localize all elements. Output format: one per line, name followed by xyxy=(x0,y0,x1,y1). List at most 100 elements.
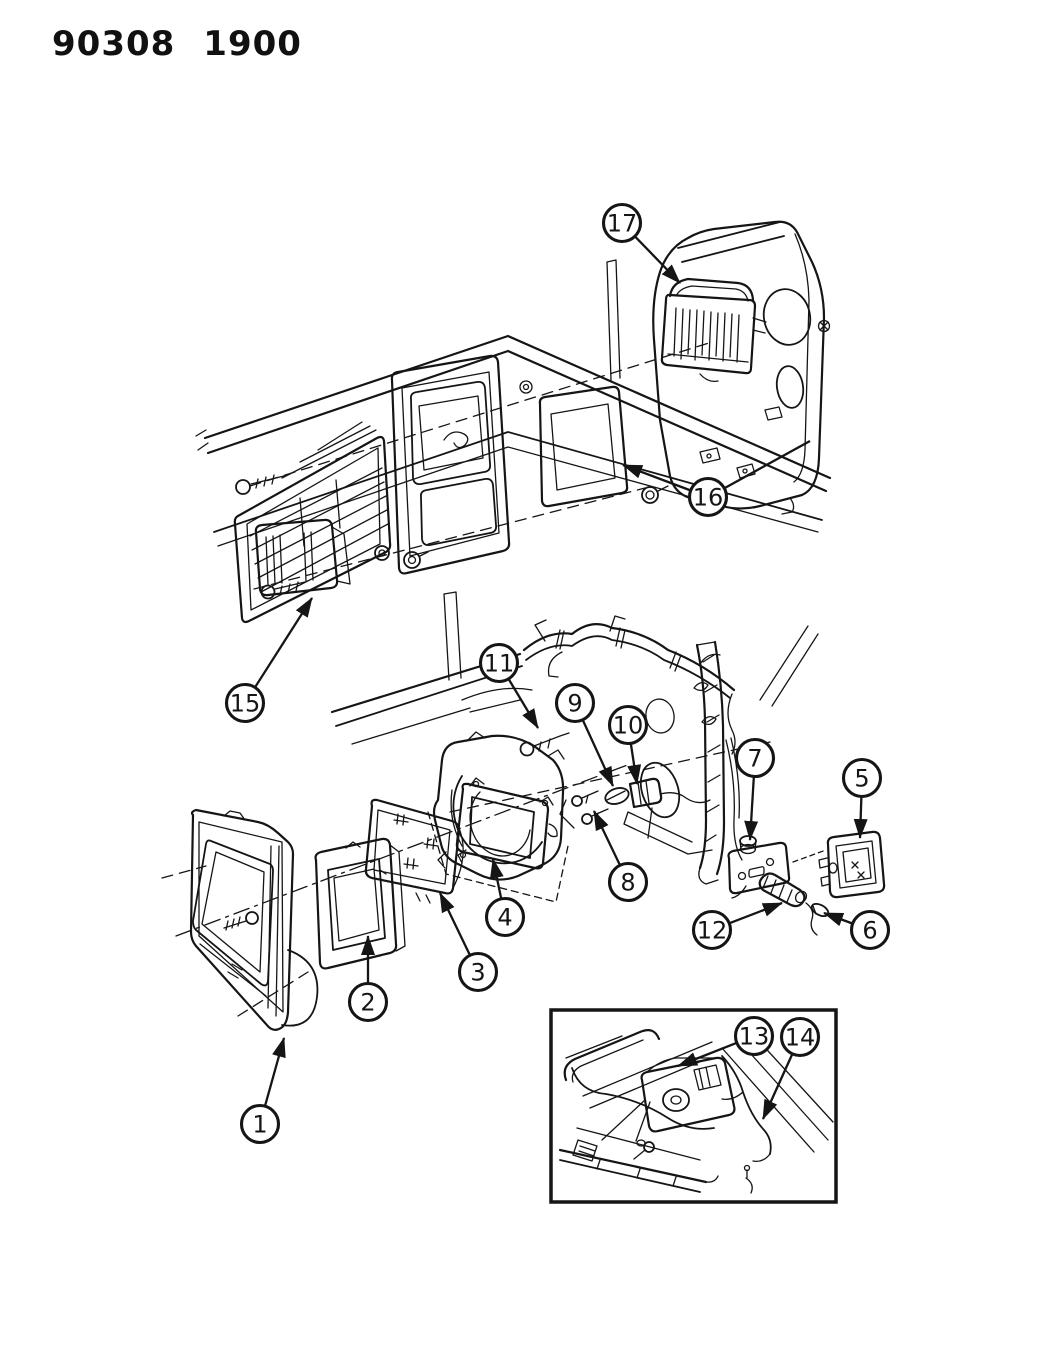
callout-5-balloon xyxy=(841,757,883,799)
callout-13-leader-arrow xyxy=(677,1042,737,1068)
callout-10-number: 10 xyxy=(613,712,644,740)
callout-3: 3 xyxy=(438,892,499,993)
callout-14: 14 xyxy=(761,1016,821,1120)
callout-7-balloon xyxy=(734,737,776,779)
callout-1: 1 xyxy=(239,1037,286,1145)
headlamp-exploded-drawing xyxy=(161,763,631,1031)
axis-lines-top-drawing xyxy=(249,341,713,590)
callout-10: 10 xyxy=(607,704,649,785)
marker-nut-drawing xyxy=(739,835,757,855)
callout-5-leader-arrow xyxy=(853,797,868,839)
callout-16-leader-arrow xyxy=(622,463,691,492)
callout-9-leader-arrow xyxy=(582,720,615,787)
callout-4-balloon xyxy=(484,896,526,938)
callout-16-number: 16 xyxy=(693,484,724,512)
lamp-frame-drawing xyxy=(519,380,669,508)
callout-16-extra-leader xyxy=(722,439,811,491)
callout-15-number: 15 xyxy=(230,690,261,718)
callout-11-balloon xyxy=(478,642,520,684)
callout-17-number: 17 xyxy=(607,210,638,238)
callout-7-number: 7 xyxy=(747,745,762,773)
callout-11: 11 xyxy=(478,642,539,729)
callout-8: 8 xyxy=(592,810,649,903)
callout-16: 16 xyxy=(622,439,811,518)
callout-1-leader-arrow xyxy=(264,1037,286,1106)
callout-9-balloon xyxy=(554,682,596,724)
side-marker-lamp-drawing xyxy=(818,830,886,899)
callout-2-balloon xyxy=(347,981,389,1023)
callout-4: 4 xyxy=(484,858,526,938)
callout-3-leader-arrow xyxy=(438,892,471,955)
fog-lamp-unit-drawing xyxy=(660,277,767,382)
callout-3-balloon xyxy=(457,951,499,993)
callout-10-leader-arrow xyxy=(627,744,642,785)
callout-14-leader-arrow xyxy=(761,1054,794,1120)
callout-12-balloon xyxy=(691,909,733,951)
callout-13-balloon xyxy=(733,1015,775,1057)
headlamp-bezel-drawing xyxy=(189,808,319,1031)
retaining-ring-drawing xyxy=(314,837,406,970)
callout-13: 13 xyxy=(677,1015,775,1068)
callout-4-leader-arrow xyxy=(489,858,504,899)
fender-lines-drawing xyxy=(330,591,819,745)
callout-2: 2 xyxy=(347,935,389,1023)
callout-16-balloon xyxy=(687,476,729,518)
inset-border xyxy=(549,1008,838,1204)
callout-14-balloon xyxy=(779,1016,821,1058)
callout-6: 6 xyxy=(823,909,891,951)
callout-1-balloon xyxy=(239,1103,281,1145)
callout-12-leader-arrow xyxy=(729,901,783,925)
callout-15-leader-arrow xyxy=(254,597,313,688)
callout-7-leader-arrow xyxy=(744,777,759,841)
marker-socket-drawing xyxy=(758,872,818,936)
callout-5: 5 xyxy=(841,757,883,839)
callout-8-number: 8 xyxy=(620,869,635,897)
callout-6-balloon xyxy=(849,909,891,951)
callout-9: 9 xyxy=(554,682,615,787)
callout-9-number: 9 xyxy=(567,690,582,718)
marker-axis-dash xyxy=(792,849,827,863)
inset-box-drawing xyxy=(549,1008,838,1204)
callout-15: 15 xyxy=(224,597,313,724)
inset-rail-drawing xyxy=(558,1127,751,1193)
side-marker-group-drawing xyxy=(727,830,886,936)
park-lamp-lens-drawing xyxy=(254,518,429,600)
marker-bracket-drawing xyxy=(727,841,791,899)
callout-3-number: 3 xyxy=(470,959,485,987)
sheet-number: 1900 xyxy=(203,24,302,64)
headlamp-bezel-top-drawing xyxy=(390,354,511,575)
middle-assembly-drawing xyxy=(330,591,819,903)
callout-6-number: 6 xyxy=(862,917,877,945)
callout-12: 12 xyxy=(691,901,783,951)
callout-17-balloon xyxy=(601,202,643,244)
callout-4-number: 4 xyxy=(497,904,512,932)
bulb-and-socket-drawing xyxy=(604,681,717,819)
axis-line-bottom xyxy=(175,763,631,937)
axis-line-bottom-2 xyxy=(237,971,309,1017)
callout-7: 7 xyxy=(734,737,776,841)
callout-8-balloon xyxy=(607,861,649,903)
callout-17: 17 xyxy=(601,202,681,284)
callout-11-number: 11 xyxy=(484,650,515,678)
radiator-panel-drawing xyxy=(606,220,831,515)
adjusting-screw-drawing xyxy=(519,732,570,757)
support-pillar-drawing xyxy=(623,640,743,885)
callout-6-leader-arrow xyxy=(823,911,853,927)
callout-12-number: 12 xyxy=(697,917,728,945)
callout-11-leader-arrow xyxy=(508,679,539,729)
drawing-number: 90308 xyxy=(52,24,176,64)
callout-15-balloon xyxy=(224,682,266,724)
top-assembly-drawing xyxy=(195,220,832,624)
callout-10-balloon xyxy=(607,704,649,746)
wiring-harness-drawing xyxy=(522,615,736,755)
page-title: 90308 1900 xyxy=(52,24,302,64)
callout-17-leader-arrow xyxy=(634,236,681,284)
inset-lamp-unit-drawing xyxy=(571,1056,736,1142)
callout-14-number: 14 xyxy=(785,1024,816,1052)
mounting-screws-drawing xyxy=(559,790,609,829)
axis-line-bottom-3 xyxy=(161,865,207,879)
callout-8-leader-arrow xyxy=(592,810,621,865)
